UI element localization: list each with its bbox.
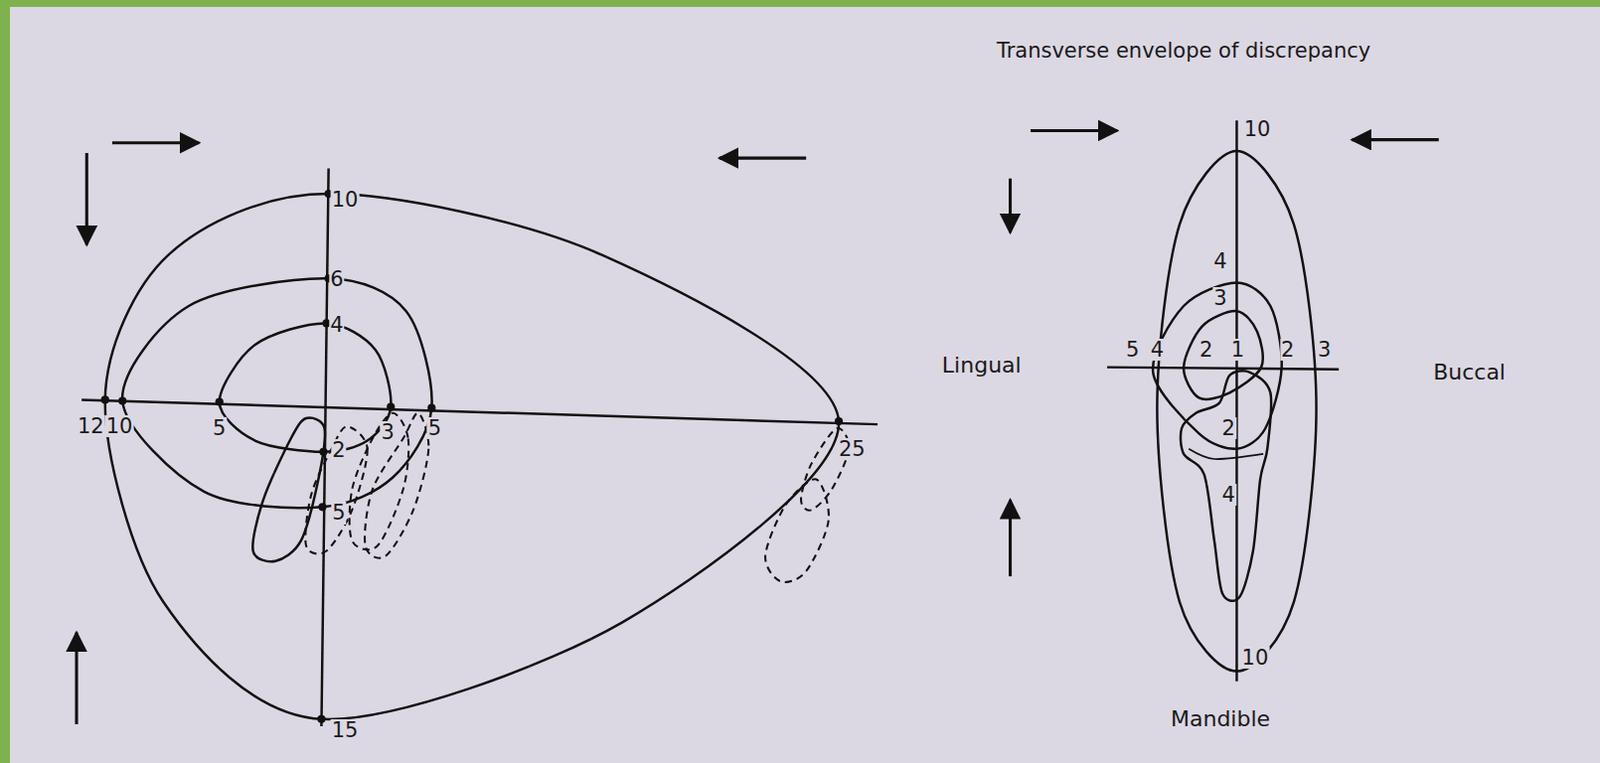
incisor-position bbox=[305, 426, 367, 554]
incisor-position bbox=[349, 413, 410, 550]
callout-number: 4 bbox=[1221, 483, 1237, 506]
callout-number: 2 bbox=[1198, 338, 1214, 361]
callout-number: 3 bbox=[1316, 338, 1332, 361]
callout-number: 10 bbox=[330, 188, 360, 211]
force-arrow bbox=[1008, 499, 1012, 577]
limit-point bbox=[317, 715, 325, 724]
callout-number: 4 bbox=[1149, 338, 1165, 361]
callout-number: 5 bbox=[1124, 338, 1140, 361]
limit-point bbox=[318, 502, 326, 511]
force-arrow bbox=[74, 633, 78, 725]
figure-title: Transverse envelope of discrepancy bbox=[995, 39, 1372, 62]
callout-number: 6 bbox=[328, 268, 344, 291]
limit-point bbox=[101, 395, 110, 404]
callout-number: 10 bbox=[105, 415, 135, 438]
force-arrow bbox=[85, 153, 89, 245]
callout-number: 5 bbox=[427, 417, 443, 440]
force-arrow bbox=[112, 141, 199, 145]
limit-point bbox=[834, 417, 843, 426]
mandibular-tooth bbox=[1180, 370, 1272, 601]
callout-number: 4 bbox=[328, 313, 344, 335]
callout-number: 1 bbox=[1230, 338, 1246, 361]
middle-envelope bbox=[1152, 282, 1282, 449]
axis-label: Buccal bbox=[1432, 360, 1507, 384]
page-ground bbox=[9, 6, 1600, 763]
limit-point bbox=[215, 397, 224, 406]
incisor-position bbox=[364, 413, 429, 559]
inner-envelope bbox=[219, 322, 392, 452]
callout-number: 2 bbox=[1280, 338, 1295, 361]
incisor-position bbox=[765, 479, 829, 583]
force-arrow bbox=[1351, 138, 1439, 142]
limit-point bbox=[427, 404, 436, 413]
callout-number: 4 bbox=[1212, 250, 1228, 273]
force-arrow bbox=[1008, 178, 1012, 233]
callout-number: 5 bbox=[330, 501, 346, 524]
axis-label: Lingual bbox=[941, 353, 1023, 377]
callout-number: 25 bbox=[837, 438, 867, 461]
callout-number: 2 bbox=[330, 439, 346, 462]
callout-number: 3 bbox=[379, 421, 395, 444]
incisor-tooth bbox=[252, 418, 325, 563]
callout-number: 5 bbox=[211, 417, 227, 440]
horizontal-axis bbox=[1107, 367, 1339, 370]
limit-point bbox=[386, 403, 395, 412]
axis-label: Mandible bbox=[1169, 707, 1272, 731]
callout-number: 15 bbox=[330, 719, 360, 742]
middle-envelope bbox=[122, 278, 432, 508]
limit-point bbox=[118, 396, 127, 405]
horizontal-axis bbox=[81, 399, 878, 425]
callout-number: 10 bbox=[1243, 118, 1273, 141]
callout-number: 12 bbox=[76, 415, 106, 438]
force-arrow bbox=[719, 157, 806, 160]
inner-envelope bbox=[1183, 311, 1264, 400]
outer-envelope bbox=[1156, 151, 1316, 672]
vertical-axis bbox=[1235, 120, 1238, 682]
crown-root-line bbox=[1188, 449, 1264, 460]
callout-number: 2 bbox=[1221, 417, 1237, 440]
callout-number: 10 bbox=[1241, 646, 1271, 669]
force-arrow bbox=[1030, 129, 1118, 133]
outer-envelope bbox=[105, 193, 839, 720]
callout-number: 3 bbox=[1212, 287, 1228, 310]
